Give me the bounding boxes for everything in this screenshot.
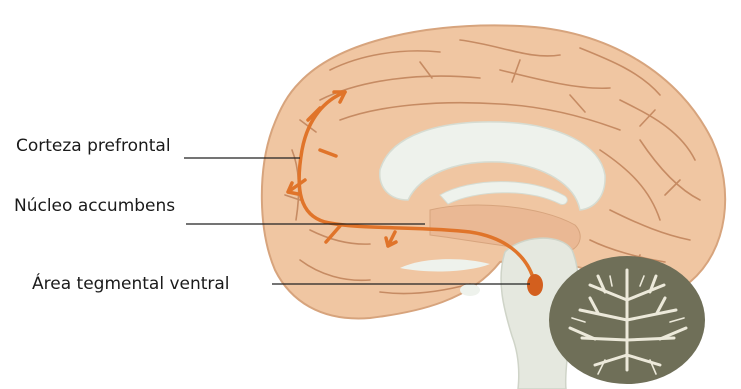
label-nucleus-accumbens: Núcleo accumbens	[14, 198, 175, 215]
third-ventricle-spot	[460, 284, 480, 296]
vta-nucleus	[527, 274, 543, 296]
label-prefrontal-cortex: Corteza prefrontal	[16, 138, 171, 155]
label-ventral-tegmental-area: Área tegmental ventral	[32, 276, 230, 293]
cerebellum	[549, 256, 705, 384]
